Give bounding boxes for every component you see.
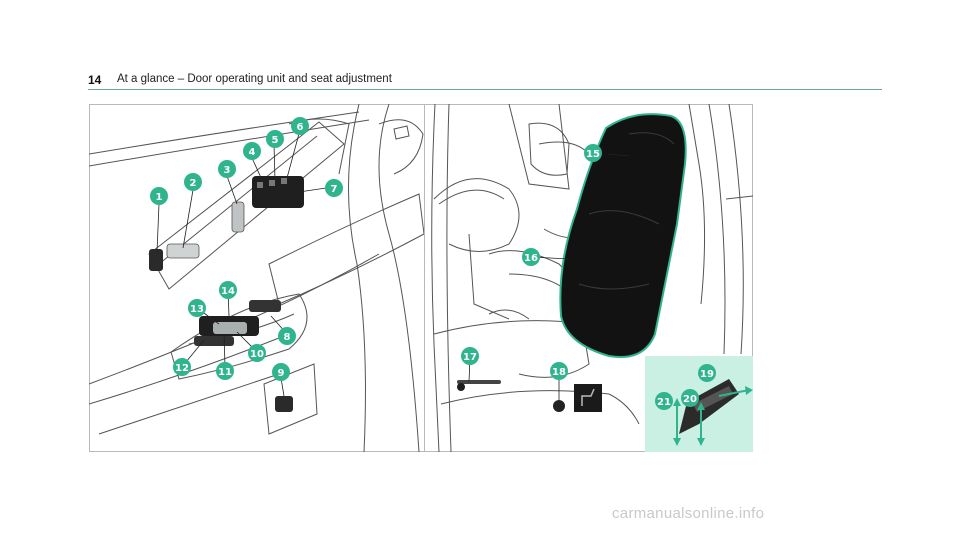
svg-text:13: 13 [190,304,204,315]
header-rule [88,89,882,90]
panel-divider [424,104,425,452]
callout-10: 10 [248,344,266,362]
page-header: 14 At a glance – Door operating unit and… [88,70,882,92]
svg-text:19: 19 [700,369,714,380]
door-and-seat-illustration: 1 2 3 4 5 6 7 8 9 10 11 12 13 14 15 16 1… [89,104,753,452]
page-number: 14 [88,73,102,87]
callout-9: 9 [272,363,290,381]
callout-8: 8 [278,327,296,345]
callout-18: 18 [550,362,568,380]
svg-text:7: 7 [331,184,338,195]
svg-text:3: 3 [224,165,231,176]
svg-text:17: 17 [463,352,477,363]
svg-text:21: 21 [657,397,671,408]
callout-21: 21 [655,392,673,410]
callout-13: 13 [188,299,206,317]
callout-16: 16 [522,248,540,266]
svg-text:9: 9 [278,368,285,379]
section-title: At a glance – Door operating unit and se… [117,73,392,85]
callout-11: 11 [216,362,234,380]
svg-text:6: 6 [297,122,304,133]
seat-controls [457,380,602,412]
callout-15: 15 [584,144,602,162]
callout-2: 2 [184,173,202,191]
callout-7: 7 [325,179,343,197]
callout-4: 4 [243,142,261,160]
callout-markers: 1 2 3 4 5 6 7 8 9 10 11 12 13 14 15 16 1… [150,117,716,410]
svg-text:16: 16 [524,253,538,264]
svg-text:18: 18 [552,367,566,378]
callout-12: 12 [173,358,191,376]
svg-text:4: 4 [249,147,256,158]
svg-text:14: 14 [221,286,235,297]
watermark: carmanualsonline.info [612,505,765,522]
callout-5: 5 [266,130,284,148]
svg-text:10: 10 [250,349,264,360]
door-switches [149,176,304,412]
svg-text:15: 15 [586,149,600,160]
svg-text:2: 2 [190,178,197,189]
svg-text:12: 12 [175,363,189,374]
callout-19: 19 [698,364,716,382]
svg-text:1: 1 [156,192,163,203]
callout-6: 6 [291,117,309,135]
callout-17: 17 [461,347,479,365]
callout-1: 1 [150,187,168,205]
callout-3: 3 [218,160,236,178]
svg-text:11: 11 [218,367,232,378]
seat-backrest [559,113,687,358]
svg-text:5: 5 [272,135,279,146]
svg-text:8: 8 [284,332,291,343]
callout-14: 14 [219,281,237,299]
callout-20: 20 [681,389,699,407]
svg-text:20: 20 [683,394,697,405]
